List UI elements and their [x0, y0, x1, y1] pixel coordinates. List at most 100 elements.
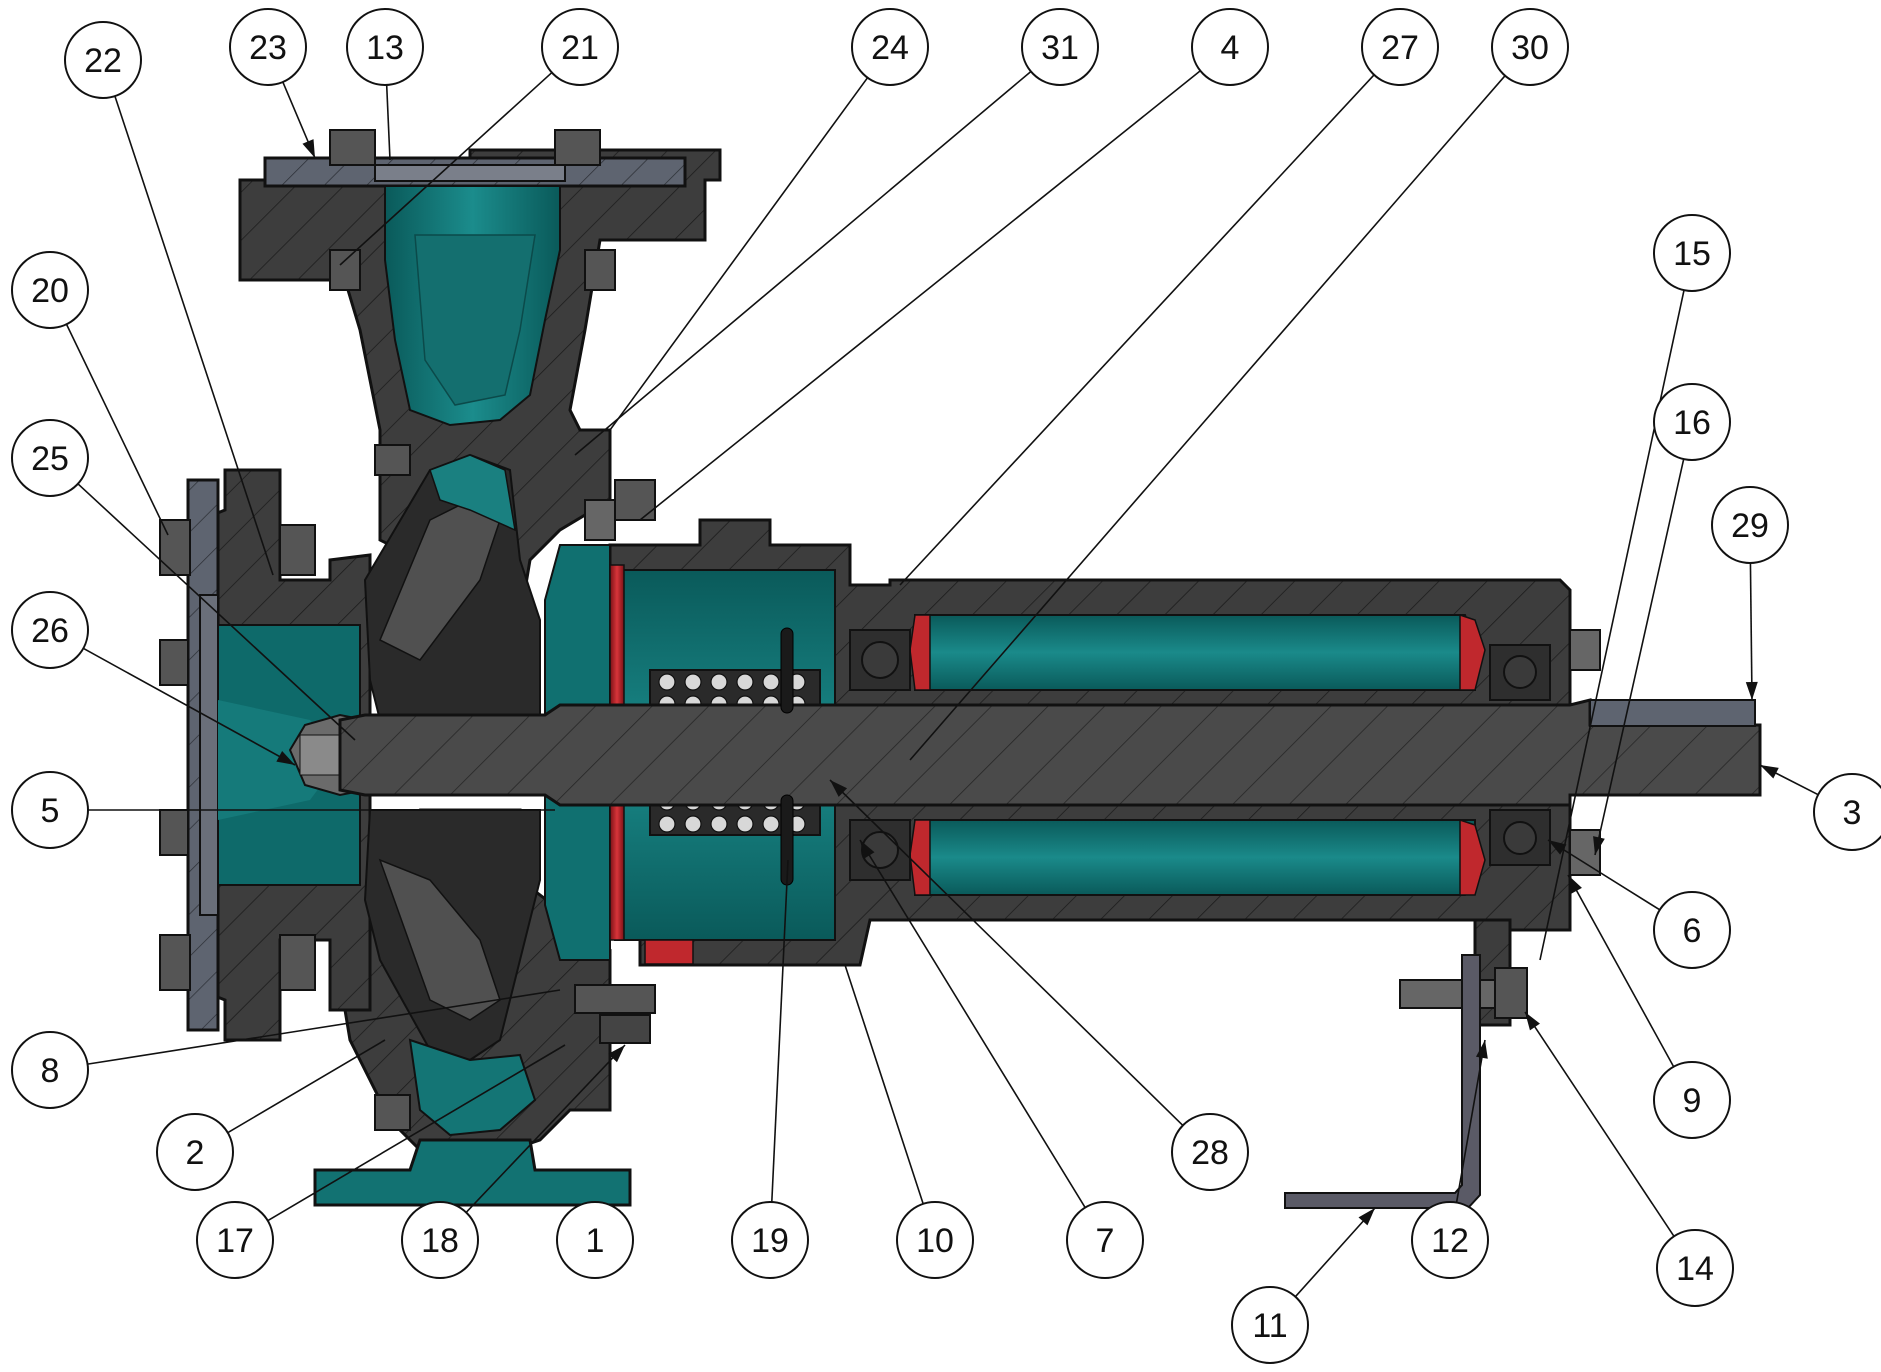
- callout-label: 19: [751, 1222, 789, 1260]
- callout-label: 11: [1252, 1307, 1287, 1345]
- callout-circle: [1653, 1061, 1731, 1139]
- bore-red-ring-upper-right: [1459, 613, 1486, 691]
- volute-bolt-lower: [374, 1094, 411, 1131]
- callout-circle: [156, 1113, 234, 1191]
- leader-line-21: [339, 71, 553, 266]
- leader-line-2: [227, 1039, 386, 1134]
- callout-circle: [1656, 1229, 1734, 1307]
- leader-arrowhead: [1568, 875, 1582, 894]
- leader-line-8: [87, 989, 561, 1065]
- leader-arrowhead: [860, 840, 875, 859]
- callout-label: 14: [1676, 1250, 1714, 1288]
- suction-flange-face: [199, 594, 219, 916]
- callout-circle: [1653, 214, 1731, 292]
- callout-circle: [401, 1201, 479, 1279]
- callout-circle: [11, 251, 89, 329]
- callout-1: 1: [556, 1201, 634, 1279]
- callout-circle: [346, 8, 424, 86]
- callout-3: 3: [1813, 773, 1881, 851]
- callout-label: 9: [1683, 1082, 1702, 1120]
- callout-circle: [196, 1201, 274, 1279]
- leader-lines: [65, 70, 1819, 1298]
- leader-arrowhead: [1475, 1040, 1488, 1059]
- leader-arrowhead: [608, 1045, 625, 1063]
- callout-label: 26: [31, 612, 69, 650]
- callout-5: 5: [11, 771, 89, 849]
- discharge-flange-bolts: [329, 129, 616, 291]
- support-nut: [1494, 967, 1528, 1019]
- volute-bolt-upper: [374, 444, 411, 476]
- leader-arrowhead: [1358, 1208, 1375, 1226]
- callout-4: 4: [1191, 8, 1269, 86]
- bore-red-ring-upper-left: [909, 614, 931, 691]
- front-bearing-ball-upper: [861, 641, 899, 679]
- seal-bolt-lower: [574, 984, 656, 1014]
- callout-circle: [1171, 1113, 1249, 1191]
- leader-line-25: [77, 483, 356, 741]
- callout-label: 5: [41, 792, 60, 830]
- callout-circle: [1813, 773, 1881, 851]
- leader-line-27: [899, 74, 1375, 586]
- spring-hole: [658, 815, 676, 833]
- callout-circle: [1361, 8, 1439, 86]
- seal-bottom-red: [644, 939, 694, 965]
- callout-label: 7: [1096, 1222, 1115, 1260]
- bore-red-ring-lower-right: [1459, 818, 1486, 896]
- leader-arrowhead: [1525, 1012, 1540, 1031]
- callout-circle: [731, 1201, 809, 1279]
- callout-label: 25: [31, 440, 69, 478]
- leader-arrowhead: [1760, 765, 1779, 779]
- callout-circle: [11, 771, 89, 849]
- callout-21: 21: [541, 8, 619, 86]
- volute-flow-lower: [408, 1038, 537, 1137]
- leader-line-12: [1455, 1039, 1486, 1203]
- callout-7: 7: [1066, 1201, 1144, 1279]
- spring-hole: [710, 815, 728, 833]
- leader-arrowhead: [1593, 836, 1605, 855]
- callout-28: 28: [1171, 1113, 1249, 1191]
- callout-circle: [64, 21, 142, 99]
- callout-13: 13: [346, 8, 424, 86]
- spring-hole: [710, 673, 728, 691]
- callout-31: 31: [1021, 8, 1099, 86]
- shaft: [338, 698, 1762, 807]
- discharge-gasket: [374, 164, 566, 182]
- callout-26: 26: [11, 591, 89, 669]
- callout-circle: [541, 8, 619, 86]
- callout-23: 23: [229, 8, 307, 86]
- callout-16: 16: [1653, 383, 1731, 461]
- leader-line-24: [609, 77, 869, 431]
- leader-line-6: [1547, 839, 1661, 911]
- leader-arrowhead: [1745, 681, 1758, 700]
- callout-circle: [1653, 383, 1731, 461]
- callout-20: 20: [11, 251, 89, 329]
- pump-assembly: [159, 129, 1762, 1209]
- callout-circle: [1491, 8, 1569, 86]
- callout-22: 22: [64, 21, 142, 99]
- callout-label: 1: [586, 1222, 605, 1260]
- callout-27: 27: [1361, 8, 1439, 86]
- callout-circle: [851, 8, 929, 86]
- callout-12: 12: [1411, 1201, 1489, 1279]
- leader-line-28: [829, 779, 1184, 1126]
- callout-17: 17: [196, 1201, 274, 1279]
- callout-15: 15: [1653, 214, 1731, 292]
- leader-line-22: [114, 95, 274, 576]
- spring-hole: [762, 673, 780, 691]
- callout-29: 29: [1711, 486, 1789, 564]
- callout-label: 27: [1381, 29, 1419, 67]
- leader-line-20: [65, 323, 169, 536]
- callout-label: 23: [249, 29, 287, 67]
- bearing-bore-upper: [914, 614, 1476, 691]
- rear-cover-bolt-upper: [1569, 629, 1601, 671]
- callout-14: 14: [1656, 1229, 1734, 1307]
- leader-line-10: [844, 964, 924, 1205]
- shaft-key: [1589, 699, 1756, 727]
- spring-hole: [736, 673, 754, 691]
- callout-label: 6: [1683, 912, 1702, 950]
- spring-hole: [684, 815, 702, 833]
- suction-flange-bolts: [159, 519, 316, 991]
- callout-10: 10: [896, 1201, 974, 1279]
- leader-line-14: [1524, 1011, 1675, 1237]
